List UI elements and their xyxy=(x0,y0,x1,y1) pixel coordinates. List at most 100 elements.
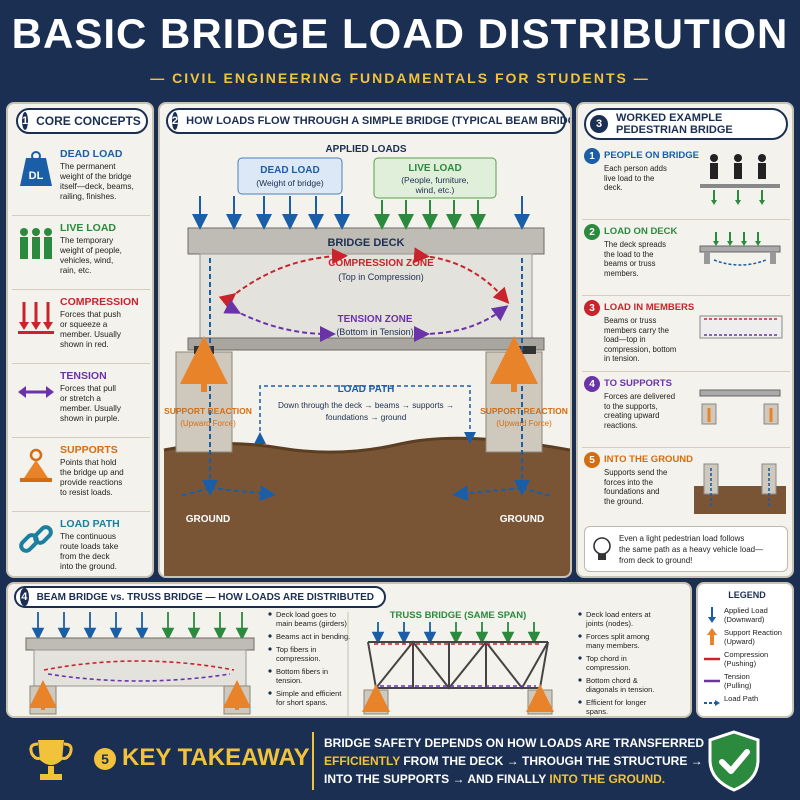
core-item-title: DEAD LOAD xyxy=(60,148,123,160)
legend-label: Support Reaction xyxy=(724,628,782,637)
bullet-text: Beams act in bending. xyxy=(276,632,350,641)
core-item-text-line: or squeeze a xyxy=(60,320,108,329)
bullet-dot xyxy=(268,612,272,616)
header: BASIC BRIDGE LOAD DISTRIBUTION — CIVIL E… xyxy=(0,0,800,98)
takeaway-label: KEY TAKEAWAY xyxy=(122,744,310,771)
support-reaction-sub-left: (Upward Force) xyxy=(180,419,236,428)
core-item-text-line: the bridge up and xyxy=(60,468,124,477)
key-takeaway-bar: 5 KEY TAKEAWAY BRIDGE SAFETY DEPENDS ON … xyxy=(0,722,800,800)
section-title: CORE CONCEPTS xyxy=(36,114,141,128)
core-item-text-line: provide reactions xyxy=(60,478,123,487)
takeaway-line-2: FROM THE DECK → THROUGH THE STRUCTURE → xyxy=(400,754,703,768)
section-title: BEAM BRIDGE vs. TRUSS BRIDGE — HOW LOADS… xyxy=(36,591,374,603)
step-title: LOAD IN MEMBERS xyxy=(604,302,695,313)
bullet-dot xyxy=(578,612,582,616)
bullet-text: Simple and efficient xyxy=(276,689,342,698)
step-illustration xyxy=(699,315,783,339)
core-item-title: TENSION xyxy=(60,370,107,382)
step-text-line: to the supports, xyxy=(604,401,658,411)
ground-spread-left xyxy=(179,488,268,496)
compression-zone-sub: (Top in Compression) xyxy=(338,272,424,282)
beam-load-arrows xyxy=(31,612,249,641)
bullet-dot xyxy=(578,700,582,704)
step-text-line: load—top in xyxy=(604,335,646,345)
core-item-text-line: from the deck xyxy=(60,552,110,561)
legend-sublabel: (Pulling) xyxy=(724,681,752,690)
compression-line-icon xyxy=(704,657,720,661)
section-number: 2 xyxy=(172,112,179,130)
legend-text: Applied Load(Downward) xyxy=(724,606,768,624)
bullet-dot xyxy=(578,634,582,638)
section-number: 3 xyxy=(590,115,608,133)
legend-panel: LEGEND Applied Load(Downward)Support Rea… xyxy=(696,582,794,718)
support-reaction-sub-right: (Upward Force) xyxy=(496,419,552,428)
step-illustration xyxy=(699,232,781,266)
bullet-text: Bottom chord & xyxy=(586,676,638,685)
core-concepts-heading: 1 CORE CONCEPTS xyxy=(16,108,148,134)
tension-zone-sub: (Bottom in Tension) xyxy=(336,327,413,337)
shield-check-icon xyxy=(708,730,760,792)
bullet-text: Forces split among xyxy=(586,632,649,641)
core-item-text-line: The temporary xyxy=(60,236,114,245)
core-item-text-line: The permanent xyxy=(60,162,116,171)
core-item-text-line: route loads take xyxy=(60,542,119,551)
load-path-label: LOAD PATH xyxy=(338,384,395,395)
step-text-line: compression, bottom xyxy=(604,344,677,354)
core-item-text-line: itself—deck, beams, xyxy=(60,182,134,191)
bullet-text: compression. xyxy=(586,663,631,672)
bullet-dot xyxy=(268,634,272,638)
core-item-text-line: vehicles, wind, xyxy=(60,256,114,265)
legend-label: Tension xyxy=(724,672,750,681)
step-number-badge: 2 xyxy=(584,224,600,240)
takeaway-divider xyxy=(312,732,314,790)
core-item-text-line: Forces that pull xyxy=(60,384,116,393)
bullet-text: spans. xyxy=(586,707,608,716)
step-text-line: creating upward xyxy=(604,411,660,421)
step-text-line: Forces are delivered xyxy=(604,392,676,401)
compression-zone-label: COMPRESSION ZONE xyxy=(328,258,434,269)
core-item-text-line: The continuous xyxy=(60,532,116,541)
step-text-line: live load to the xyxy=(604,173,655,183)
legend-item: Support Reaction(Upward) xyxy=(704,626,792,648)
live-load-box xyxy=(373,157,497,199)
tension-arrow-right xyxy=(413,305,509,343)
core-item-text-line: Points that hold xyxy=(60,458,117,467)
compression-arrows-icon xyxy=(18,302,54,334)
ground-spread-right xyxy=(460,488,551,496)
legend-item: Tension(Pulling) xyxy=(704,670,792,692)
lightbulb-icon xyxy=(593,537,611,560)
truss-load-arrows xyxy=(371,622,541,645)
bullet-dot xyxy=(268,691,272,695)
core-item-title: LOAD PATH xyxy=(60,518,120,530)
truss-title: TRUSS BRIDGE (SAME SPAN) xyxy=(390,610,527,621)
step-text-line: members carry the xyxy=(604,325,669,335)
bullet-text: tension. xyxy=(276,676,302,685)
legend-label: Applied Load xyxy=(724,606,768,615)
load-path-line-icon xyxy=(704,700,720,706)
worked-example-heading: 3 WORKED EXAMPLE PEDESTRIAN BRIDGE xyxy=(584,108,788,140)
core-item-title: SUPPORTS xyxy=(60,444,118,456)
bullet-text: for short spans. xyxy=(276,698,328,707)
step-text-line: forces into the xyxy=(604,477,653,487)
section-number: 4 xyxy=(20,588,29,606)
chain-link-icon xyxy=(19,525,53,553)
load-flow-panel: 2 HOW LOADS FLOW THROUGH A SIMPLE BRIDGE… xyxy=(158,102,572,578)
core-item-text-line: to resist loads. xyxy=(60,488,113,497)
core-item-text-line: railing, finishes. xyxy=(60,192,117,201)
core-item-text-line: member. Usually xyxy=(60,404,121,413)
legend-text: Support Reaction(Upward) xyxy=(724,628,782,646)
core-item-text-line: weight of people, xyxy=(60,246,122,255)
beam-vs-truss-panel: 4 BEAM BRIDGE vs. TRUSS BRIDGE — HOW LOA… xyxy=(6,582,692,718)
beam-deck xyxy=(25,637,255,651)
